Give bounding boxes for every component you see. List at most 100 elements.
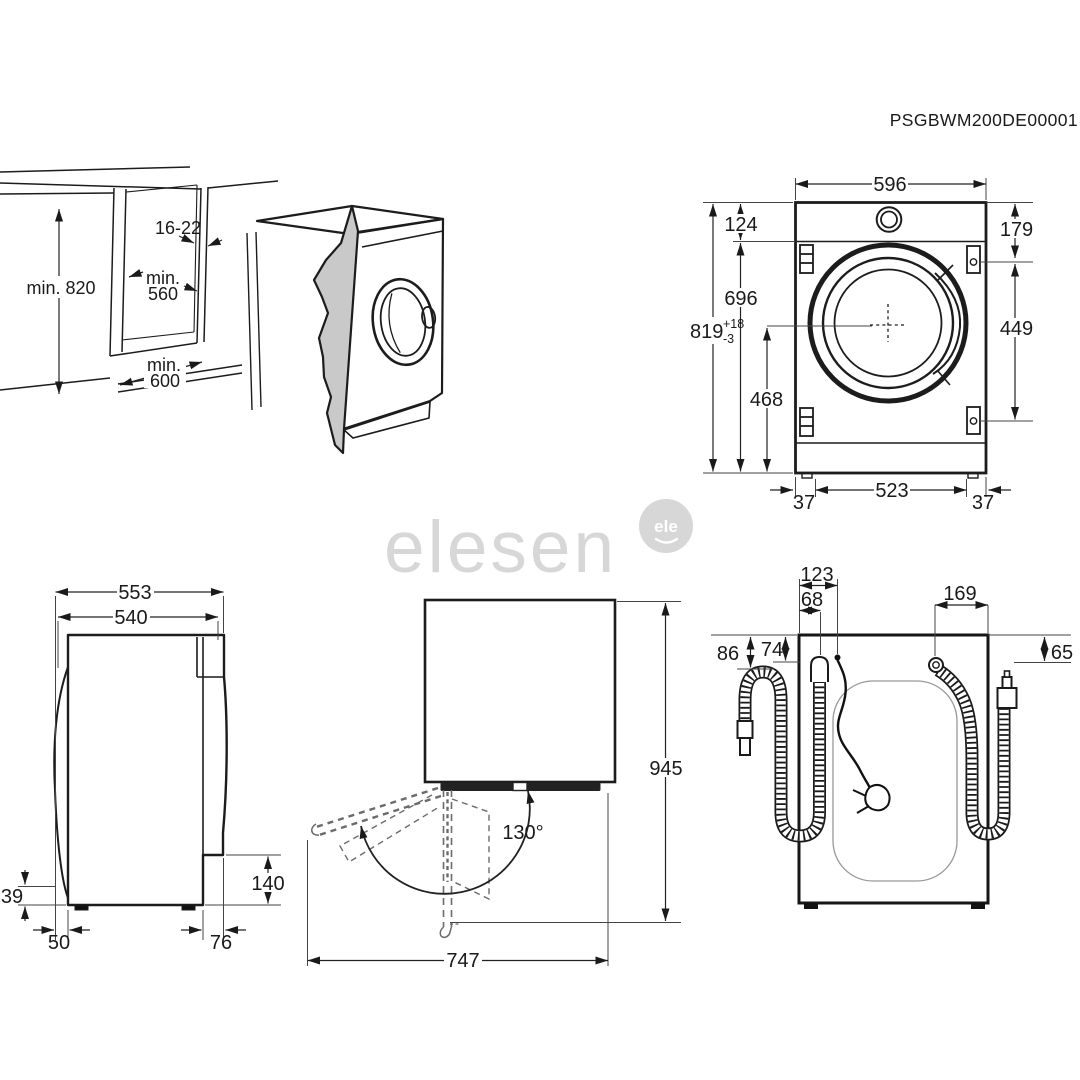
inlet-attachment-ring-inner xyxy=(932,661,940,669)
rear-view xyxy=(736,633,1018,909)
machine-plinth xyxy=(342,400,431,439)
label-bg xyxy=(113,607,150,626)
label-bg xyxy=(872,174,908,193)
dim-rear-cable-offset: 123 xyxy=(800,564,833,586)
right-panel-inner xyxy=(196,187,202,344)
drain-end-tip xyxy=(739,737,751,756)
label-bg xyxy=(647,758,685,777)
dim-side-back-clearance: 39 xyxy=(1,886,23,908)
dim-rear-drain-offset: 68 xyxy=(801,589,823,611)
dim-niche-width-1: min. xyxy=(147,355,181,375)
front-outline xyxy=(794,201,988,475)
cabinet-edge-1 xyxy=(246,232,253,411)
dim-rear-inlet-height: 65 xyxy=(1051,642,1073,664)
door-swath-left xyxy=(339,794,440,863)
side-view-dimensions: 553 540 39 140 50 76 xyxy=(1,582,287,954)
crescent-line-bottom xyxy=(936,369,951,386)
left-panel-inner xyxy=(121,188,127,353)
torn-panel xyxy=(312,204,360,455)
watermark-text: elesen xyxy=(384,507,617,588)
front-foot-right xyxy=(967,472,979,479)
floor-line-left xyxy=(0,377,111,391)
niche-back-bottom xyxy=(121,331,195,341)
fill-opening-inner xyxy=(880,210,898,229)
watermark-smile-icon xyxy=(654,537,679,544)
label-bg xyxy=(28,276,94,298)
machine-front-face xyxy=(342,217,445,431)
door-swing-view: 130° xyxy=(311,598,617,939)
hinge-plate-top xyxy=(799,244,814,274)
screw-plate-bottom xyxy=(966,406,981,435)
side-view xyxy=(53,633,228,911)
crescent-line-top xyxy=(937,264,954,281)
dim-side-front-clearance: 50 xyxy=(48,932,70,954)
door-open-130 xyxy=(311,786,442,837)
door-outer-ellipse xyxy=(371,277,435,367)
label-bg xyxy=(998,219,1035,238)
fill-opening-outer xyxy=(875,206,903,233)
arrow-panel-left xyxy=(178,234,195,244)
door-ring-mid xyxy=(821,256,955,390)
niche-diagram xyxy=(0,166,279,393)
dim-front-height-tol-plus: +18 xyxy=(723,317,744,331)
door-handle-nub xyxy=(421,306,437,329)
door-130-edge-1 xyxy=(315,786,439,829)
cable-line xyxy=(836,659,872,789)
dim-front-left-margin: 37 xyxy=(793,492,815,514)
dim-front-height-tol-minus: -3 xyxy=(723,332,734,346)
arrow-depth-left xyxy=(128,269,144,278)
side-foot-right xyxy=(181,904,196,911)
dim-side-total-depth: 553 xyxy=(118,582,151,604)
machine-top-outline xyxy=(423,598,617,784)
dim-side-recess-height: 140 xyxy=(251,873,284,895)
drain-hose xyxy=(736,655,829,843)
rear-foot-right xyxy=(971,903,985,909)
label-bg xyxy=(249,873,287,892)
rear-panel xyxy=(832,680,958,882)
counter-underside-edge xyxy=(0,192,115,195)
dim-front-hole-span: 449 xyxy=(1000,318,1033,340)
arrow-panel-right xyxy=(207,237,223,247)
label-bg xyxy=(723,214,759,233)
dim-front-top-height: 124 xyxy=(724,214,757,236)
front-view-dimensions: 596 124 696 819 +18 -3 179 449 468 523 3… xyxy=(688,174,1035,514)
arrow-depth-right xyxy=(183,282,198,292)
door-crescent xyxy=(932,272,962,375)
dim-swing-open-depth: 747 xyxy=(446,950,479,972)
label-bg xyxy=(874,481,910,499)
dim-front-feet-span: 523 xyxy=(875,480,908,502)
power-cable xyxy=(834,654,891,814)
dim-front-height: 819 xyxy=(690,321,723,343)
dim-niche-width-2: 600 xyxy=(150,371,180,391)
door-ring-inner xyxy=(833,268,943,378)
rear-foot-left xyxy=(804,903,818,909)
inlet-hose-fill xyxy=(935,665,1009,839)
drum-arc xyxy=(388,293,401,354)
dim-front-lower-height: 696 xyxy=(724,288,757,310)
dim-front-center-height: 468 xyxy=(750,389,783,411)
back-panel-bulge xyxy=(53,666,69,899)
dim-niche-panel-thickness: 16-22 xyxy=(155,218,201,238)
niche-floor-edge xyxy=(109,342,198,357)
door-90-tear xyxy=(439,926,453,939)
side-outline xyxy=(66,633,228,907)
front-view xyxy=(794,201,988,479)
label-bg xyxy=(723,288,759,307)
label-bg xyxy=(144,357,186,388)
cabinet-edge-2 xyxy=(255,231,262,408)
control-panel-line xyxy=(361,230,444,248)
screw-plate-top xyxy=(966,245,981,274)
label-bg xyxy=(444,950,482,969)
niche-dimensions: min. 820 16-22 min. 560 min. 600 xyxy=(26,209,223,394)
label-bg xyxy=(117,582,154,601)
dim-front-width: 596 xyxy=(873,174,906,196)
door-open-90 xyxy=(439,790,459,939)
inlet-connector-tab xyxy=(1001,676,1013,689)
product-code: PSGBWM200DE00001 xyxy=(890,110,1078,130)
dim-side-recess-depth: 76 xyxy=(210,932,232,954)
swing-arc xyxy=(359,790,535,895)
drain-hose-fill xyxy=(740,667,825,841)
door-inner-ellipse xyxy=(379,287,427,357)
watermark-badge-circle xyxy=(639,499,693,553)
